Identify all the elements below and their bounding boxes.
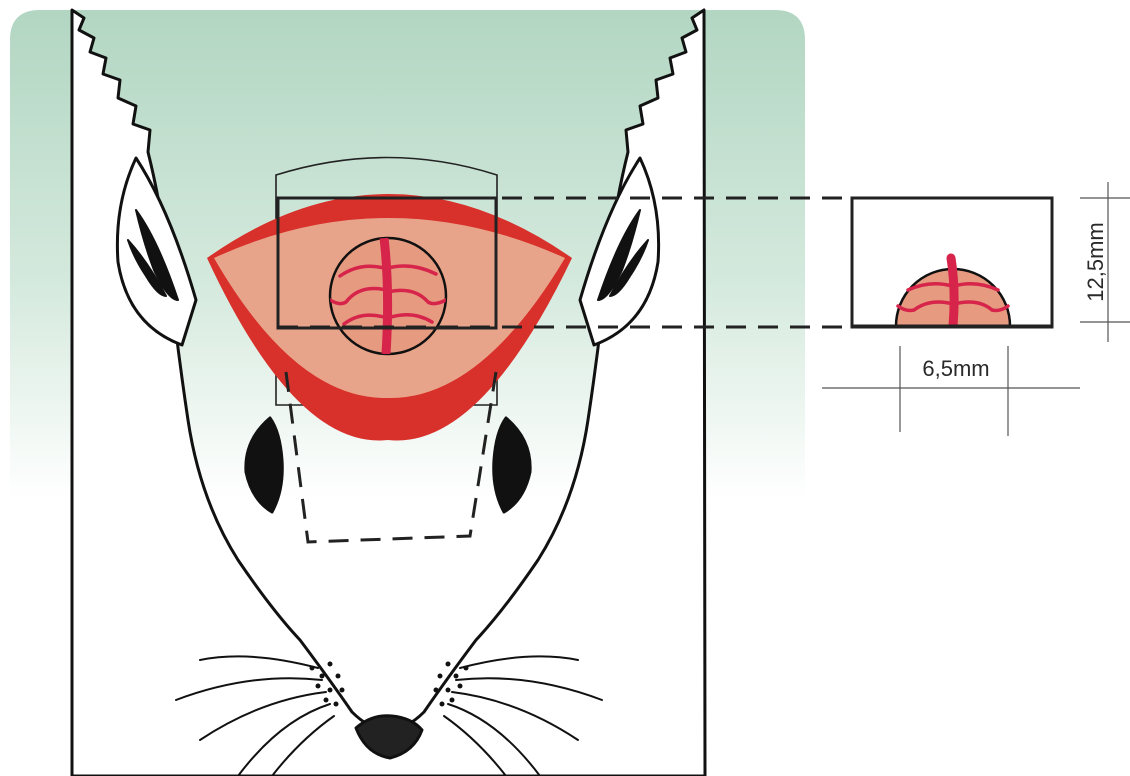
midline-vessel-right <box>951 258 954 326</box>
cranial-window-icon <box>330 238 446 354</box>
width-dimension-label: 6,5mm <box>922 356 989 381</box>
midline-vessel-left <box>384 238 388 354</box>
height-dimension-label: 12,5mm <box>1083 222 1108 301</box>
